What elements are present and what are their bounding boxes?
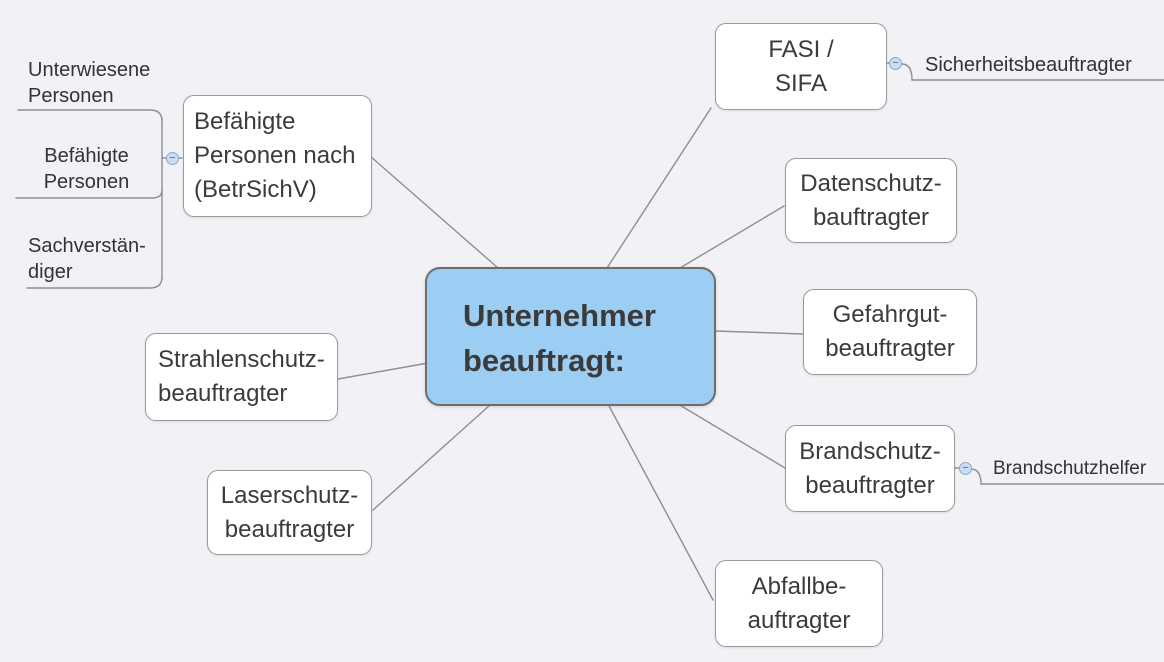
collapse-toggle-icon-befaehigte[interactable]: − <box>166 152 179 165</box>
topic-fasi-label-line2: SIFA <box>774 69 828 97</box>
subtopic-befaehigte-personen[interactable]: Befähigte Personen <box>16 143 157 195</box>
topic-befaehigte-personen-betrsichv[interactable]: Befähigte Personen nach (BetrSichV) <box>183 95 372 217</box>
connector-unterwiesene-underline <box>17 109 163 122</box>
topic-abfall-label-line1: Abfallbe- <box>751 572 847 600</box>
subtopic-unterwiesene-personen[interactable]: Unterwiesene Personen <box>28 57 150 109</box>
minus-icon: − <box>962 462 969 474</box>
topic-strahlenschutz-label-line1: Strahlenschutz- <box>158 346 325 373</box>
topic-datenschutz-label-line1: Datenschutz- <box>800 169 942 197</box>
topic-befaehigte-label-line2: Personen nach <box>194 142 356 169</box>
topic-fasi-label-line1: FASI / <box>768 35 834 63</box>
central-topic-label-line2: beauftragt: <box>463 343 625 378</box>
subtopic-sachverstaendiger-label-line1: Sachverstän- <box>28 235 146 257</box>
subtopic-brandschutzhelfer[interactable]: Brandschutzhelfer <box>993 458 1147 479</box>
topic-brandschutz-label-line1: Brandschutz- <box>799 437 941 465</box>
minus-icon: − <box>169 152 176 164</box>
topic-befaehigte-label-line1: Befähigte <box>194 108 296 135</box>
connector-center-gefahrgut <box>714 330 804 335</box>
topic-brandschutzbeauftragter[interactable]: Brandschutz- beauftragter <box>785 425 955 512</box>
connector-center-laserschutz <box>372 404 491 511</box>
subtopic-sicherheitsbeauftragter[interactable]: Sicherheitsbeauftragter <box>925 54 1132 76</box>
central-topic-label-line1: Unternehmer <box>463 298 656 333</box>
topic-gefahrgutbeauftragter[interactable]: Gefahrgut- beauftragter <box>803 289 977 375</box>
topic-abfallbeauftragter[interactable]: Abfallbe- auftragter <box>715 560 883 647</box>
subtopic-befaehigte-personen-label-line1: Befähigte <box>44 145 129 167</box>
connector-center-fasi <box>606 107 712 269</box>
subtopic-unterwiesene-label-line1: Unterwiesene <box>28 59 151 81</box>
topic-laserschutz-label-line1: Laserschutz- <box>220 481 359 509</box>
topic-abfall-label-line2: auftragter <box>747 606 851 634</box>
topic-gefahrgut-label-line1: Gefahrgut- <box>832 301 948 328</box>
topic-datenschutz-label-line2: bauftragter <box>812 203 930 231</box>
topic-strahlenschutz-label-line2: beauftragter <box>158 380 288 407</box>
collapse-toggle-icon-brandschutz[interactable]: − <box>959 462 972 475</box>
connector-center-strahlenschutz <box>337 362 429 380</box>
connector-center-befaehigte <box>369 155 499 269</box>
topic-brandschutz-label-line2: beauftragter <box>805 471 935 499</box>
subtopic-sachverstaendiger[interactable]: Sachverstän- diger <box>28 233 146 285</box>
connector-center-datenschutz <box>679 205 785 269</box>
topic-befaehigte-label-line3: (BetrSichV) <box>194 176 317 203</box>
collapse-toggle-icon-fasi[interactable]: − <box>889 57 902 70</box>
topic-strahlenschutzbeauftragter[interactable]: Strahlenschutz- beauftragter <box>145 333 338 421</box>
topic-gefahrgut-label-line2: beauftragter <box>825 335 955 362</box>
subtopic-sachverstaendiger-label-line2: diger <box>28 261 73 283</box>
subtopic-befaehigte-personen-label-line2: Personen <box>43 171 130 193</box>
topic-datenschutzbauftragter[interactable]: Datenschutz- bauftragter <box>785 158 957 243</box>
connector-center-brandschutz <box>677 403 786 469</box>
topic-fasi-sifa[interactable]: FASI / SIFA <box>715 23 887 110</box>
minus-icon: − <box>892 57 899 69</box>
connector-center-abfall <box>607 403 714 601</box>
central-topic-unternehmer-beauftragt[interactable]: Unternehmer beauftragt: <box>425 267 716 406</box>
topic-laserschutz-label-line2: beauftragter <box>224 515 355 543</box>
topic-laserschutzbeauftragter[interactable]: Laserschutz- beauftragter <box>207 470 372 555</box>
subtopic-unterwiesene-label-line2: Personen <box>28 85 114 107</box>
